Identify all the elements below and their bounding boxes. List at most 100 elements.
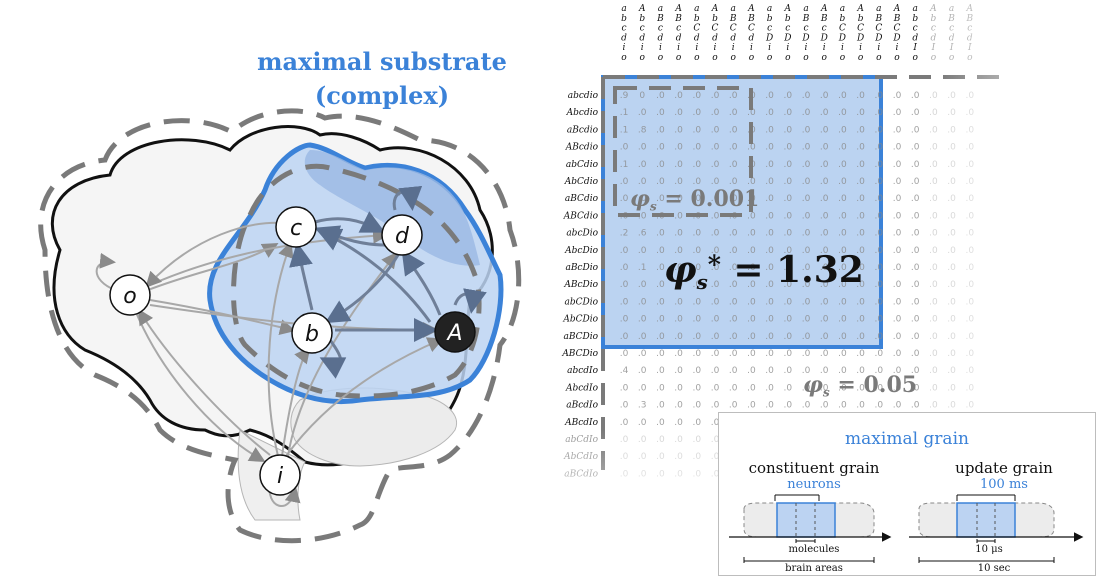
column-header-char: I bbox=[912, 43, 917, 53]
matrix-cell: .0 bbox=[693, 418, 702, 428]
matrix-cell: .0 bbox=[638, 108, 647, 118]
matrix-cell: .0 bbox=[911, 280, 920, 290]
matrix-cell: .0 bbox=[784, 401, 793, 411]
column-header-char: o bbox=[876, 53, 882, 63]
matrix-cell: .0 bbox=[638, 383, 647, 393]
matrix-cell: .0 bbox=[711, 160, 720, 170]
matrix-cell: .0 bbox=[784, 108, 793, 118]
matrix-cell: .0 bbox=[838, 280, 847, 290]
matrix-cell: .0 bbox=[893, 125, 902, 135]
matrix-cell: .0 bbox=[693, 91, 702, 101]
column-header-char: B bbox=[893, 14, 901, 24]
matrix-cell: .0 bbox=[729, 108, 738, 118]
tpm-matrix: aAaAaAaAaAaAaAaAaAaAbbBBbbBBbbBBbbBBbbBB… bbox=[560, 0, 1100, 578]
matrix-cell: .0 bbox=[802, 160, 811, 170]
matrix-cell: .0 bbox=[856, 246, 865, 256]
matrix-cell: .0 bbox=[784, 229, 793, 239]
matrix-cell: .0 bbox=[729, 246, 738, 256]
column-header-char: b bbox=[621, 14, 627, 24]
matrix-cell: .0 bbox=[838, 401, 847, 411]
column-header-char: d bbox=[676, 33, 682, 43]
matrix-cell: .0 bbox=[911, 246, 920, 256]
matrix-cell: .0 bbox=[729, 383, 738, 393]
matrix-cell: .0 bbox=[820, 91, 829, 101]
inner-dashed-boundary bbox=[231, 163, 482, 399]
matrix-cell: .0 bbox=[729, 177, 738, 187]
column-header-char: C bbox=[839, 24, 846, 34]
matrix-cell: .0 bbox=[729, 280, 738, 290]
matrix-cell: .0 bbox=[711, 418, 720, 428]
update-top-label: 100 ms bbox=[980, 477, 1028, 492]
matrix-cell: .0 bbox=[893, 315, 902, 325]
matrix-cell: .0 bbox=[893, 229, 902, 239]
row-label: abCDio bbox=[564, 297, 598, 307]
matrix-cell: .0 bbox=[820, 108, 829, 118]
matrix-cell: .0 bbox=[693, 246, 702, 256]
matrix-cell: .0 bbox=[911, 91, 920, 101]
matrix-cell: .0 bbox=[693, 366, 702, 376]
column-header-char: a bbox=[840, 4, 845, 14]
matrix-cell: .0 bbox=[929, 246, 938, 256]
column-header-char: d bbox=[931, 33, 937, 43]
matrix-cell: .0 bbox=[838, 349, 847, 359]
matrix-cell: .0 bbox=[911, 177, 920, 187]
matrix-cell: .0 bbox=[856, 194, 865, 204]
matrix-cell: .0 bbox=[893, 143, 902, 153]
column-header-char: i bbox=[732, 43, 735, 53]
main-phi-region bbox=[601, 75, 883, 349]
matrix-cell: .0 bbox=[911, 263, 920, 273]
column-header-char: i bbox=[823, 43, 826, 53]
column-header-char: o bbox=[840, 53, 846, 63]
matrix-cell: .0 bbox=[711, 194, 720, 204]
node-b-label: b bbox=[305, 322, 319, 347]
matrix-cell: .0 bbox=[620, 349, 629, 359]
matrix-cell: .0 bbox=[929, 143, 938, 153]
matrix-cell: .0 bbox=[729, 332, 738, 342]
matrix-cell: .0 bbox=[820, 194, 829, 204]
matrix-cell: .0 bbox=[693, 383, 702, 393]
matrix-cell: .0 bbox=[693, 177, 702, 187]
matrix-cell: .0 bbox=[838, 108, 847, 118]
matrix-cell: .0 bbox=[638, 418, 647, 428]
matrix-cell: .0 bbox=[674, 177, 683, 187]
column-header-char: D bbox=[892, 33, 900, 43]
matrix-cell: .0 bbox=[638, 349, 647, 359]
matrix-cell: .0 bbox=[856, 349, 865, 359]
node-d-label: d bbox=[395, 224, 410, 249]
column-header-char: b bbox=[931, 14, 937, 24]
matrix-cell: .0 bbox=[856, 211, 865, 221]
matrix-cell: .0 bbox=[802, 91, 811, 101]
matrix-cell: .0 bbox=[674, 211, 683, 221]
matrix-cell: .0 bbox=[802, 315, 811, 325]
column-header-char: c bbox=[640, 24, 645, 34]
matrix-cell: .0 bbox=[820, 349, 829, 359]
column-header-char: c bbox=[767, 24, 772, 34]
column-header-char: a bbox=[731, 4, 736, 14]
matrix-cell: .0 bbox=[765, 280, 774, 290]
matrix-cell: .0 bbox=[875, 280, 884, 290]
matrix-cell: .0 bbox=[802, 332, 811, 342]
column-header-char: i bbox=[841, 43, 844, 53]
matrix-cell: .0 bbox=[911, 332, 920, 342]
matrix-cell: .0 bbox=[875, 315, 884, 325]
matrix-cell: .0 bbox=[838, 263, 847, 273]
matrix-cell: .8 bbox=[638, 125, 647, 135]
matrix-cell: .0 bbox=[856, 263, 865, 273]
matrix-cell: .0 bbox=[929, 211, 938, 221]
matrix-cell: .0 bbox=[929, 366, 938, 376]
matrix-cell: .0 bbox=[929, 315, 938, 325]
matrix-cell: .0 bbox=[656, 383, 665, 393]
matrix-cell: .0 bbox=[875, 297, 884, 307]
small-phi-label: φs = 0.001 bbox=[630, 186, 759, 213]
matrix-cell: .0 bbox=[747, 246, 756, 256]
matrix-cell: .0 bbox=[929, 401, 938, 411]
column-header-char: C bbox=[875, 24, 882, 34]
matrix-cell: .0 bbox=[856, 332, 865, 342]
matrix-cell: .0 bbox=[711, 263, 720, 273]
matrix-cell: .0 bbox=[711, 125, 720, 135]
matrix-cell: .6 bbox=[638, 229, 647, 239]
column-header-char: o bbox=[694, 53, 700, 63]
matrix-cell: .0 bbox=[875, 349, 884, 359]
matrix-cell: .0 bbox=[747, 263, 756, 273]
matrix-cell: .0 bbox=[711, 229, 720, 239]
